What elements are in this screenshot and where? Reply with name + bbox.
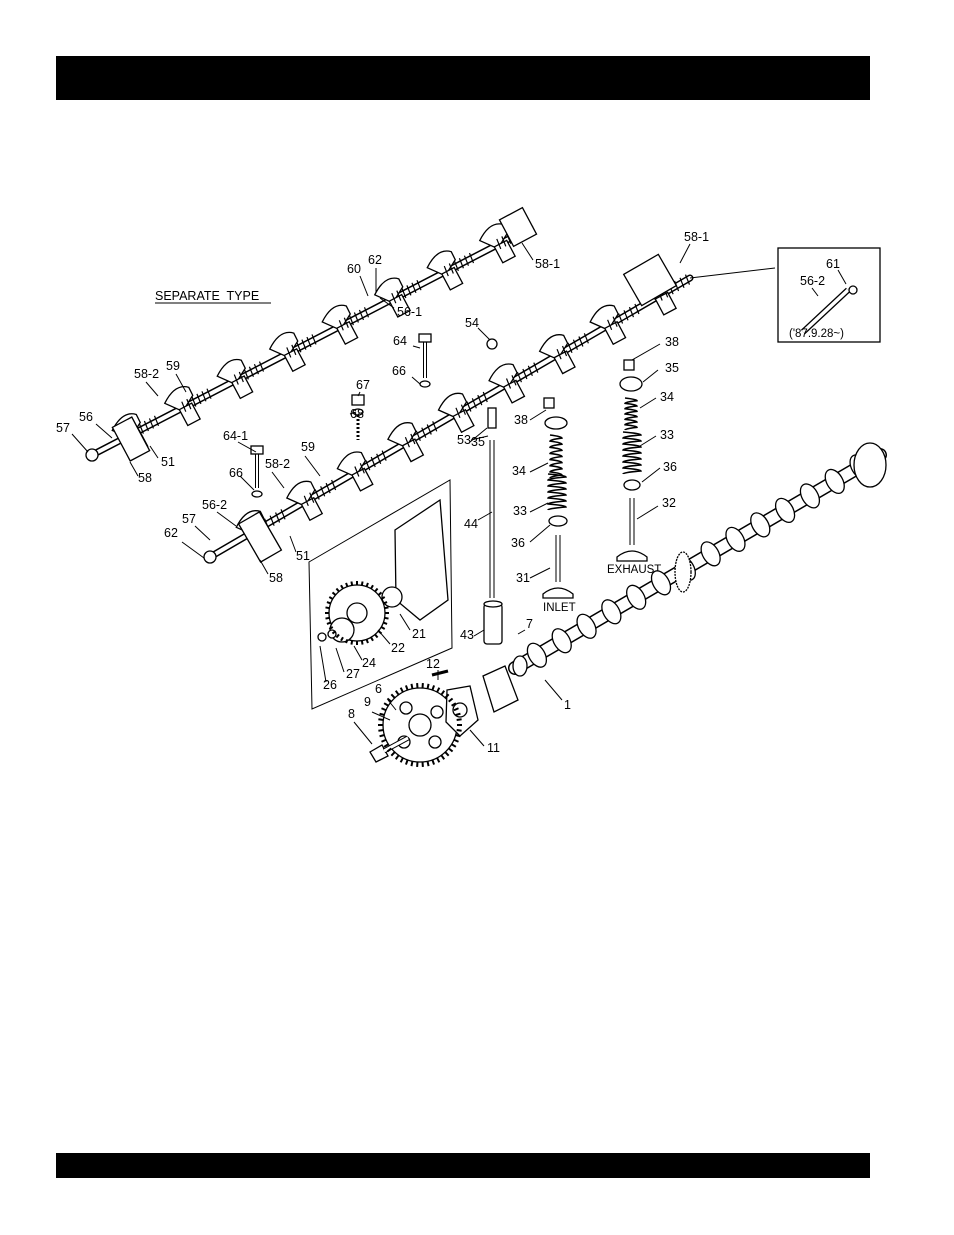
part-number-label: 56-1 [397,305,422,319]
part-number-label: 12 [426,657,440,671]
part-number-label: 36 [511,536,525,550]
part-number-label: 58 [138,471,152,485]
part-number-label: 43 [460,628,474,642]
separate-type-label: SEPARATE TYPE [155,289,259,303]
inlet-valve-train: INLET [543,398,576,614]
front-plate-box [309,480,452,709]
part-number-label: 21 [412,627,426,641]
part-number-label: 58-2 [134,367,159,381]
part-number-label: 51 [296,549,310,563]
part-number-label: 53 [457,433,471,447]
part-number-label: 59 [166,359,180,373]
part-number-label: 8 [348,707,355,721]
part-number-label: 1 [564,698,571,712]
part-number-label: 38 [514,413,528,427]
part-number-label: 6 [375,682,382,696]
part-number-label: 62 [368,253,382,267]
part-number-label: 56-2 [800,274,825,288]
part-number-label: 56 [79,410,93,424]
part-number-label: 57 [182,512,196,526]
part-number-label: 51 [161,455,175,469]
part-number-label: 61 [826,257,840,271]
part-number-label: 57 [56,421,70,435]
part-number-label: 35 [471,435,485,449]
part-number-label: 36 [663,460,677,474]
part-number-label: 27 [346,667,360,681]
part-number-label: 59 [301,440,315,454]
part-number-label: 56-2 [202,498,227,512]
part-number-label: 31 [516,571,530,585]
part-number-label: 64 [393,334,407,348]
part-number-label: 58-2 [265,457,290,471]
part-number-label: 38 [665,335,679,349]
part-number-label: 9 [364,695,371,709]
camshaft [513,443,886,676]
part-number-label: 32 [662,496,676,510]
part-number-label: 58-1 [684,230,709,244]
part-number-label: 7 [526,617,533,631]
part-number-label: 26 [323,678,337,692]
part-number-label: 24 [362,656,376,670]
part-number-label: 33 [513,504,527,518]
part-number-label: 33 [660,428,674,442]
inlet-label: INLET [543,602,576,614]
part-number-label: 64-1 [223,429,248,443]
part-number-label: 66 [392,364,406,378]
part-number-label: 22 [391,641,405,655]
part-number-label: 44 [464,517,478,531]
part-number-label: 34 [512,464,526,478]
inset-note: ('87.9.28~) [789,328,844,340]
part-number-label: 54 [465,316,479,330]
part-number-label: 35 [665,361,679,375]
part-number-label: 68 [350,407,364,421]
part-number-label: 34 [660,390,674,404]
push-rod-tappet [484,408,502,644]
part-number-label: 58 [269,571,283,585]
part-number-label: 62 [164,526,178,540]
part-number-label: 66 [229,466,243,480]
part-number-label: 60 [347,262,361,276]
part-number-label: 11 [487,741,500,755]
part-number-label: 58-1 [535,257,560,271]
part-number-labels: 58-158-1606256-16156-2546466676838353433… [56,230,846,755]
part-number-label: 67 [356,378,370,392]
exhaust-valve-train: EXHAUST [607,360,661,576]
